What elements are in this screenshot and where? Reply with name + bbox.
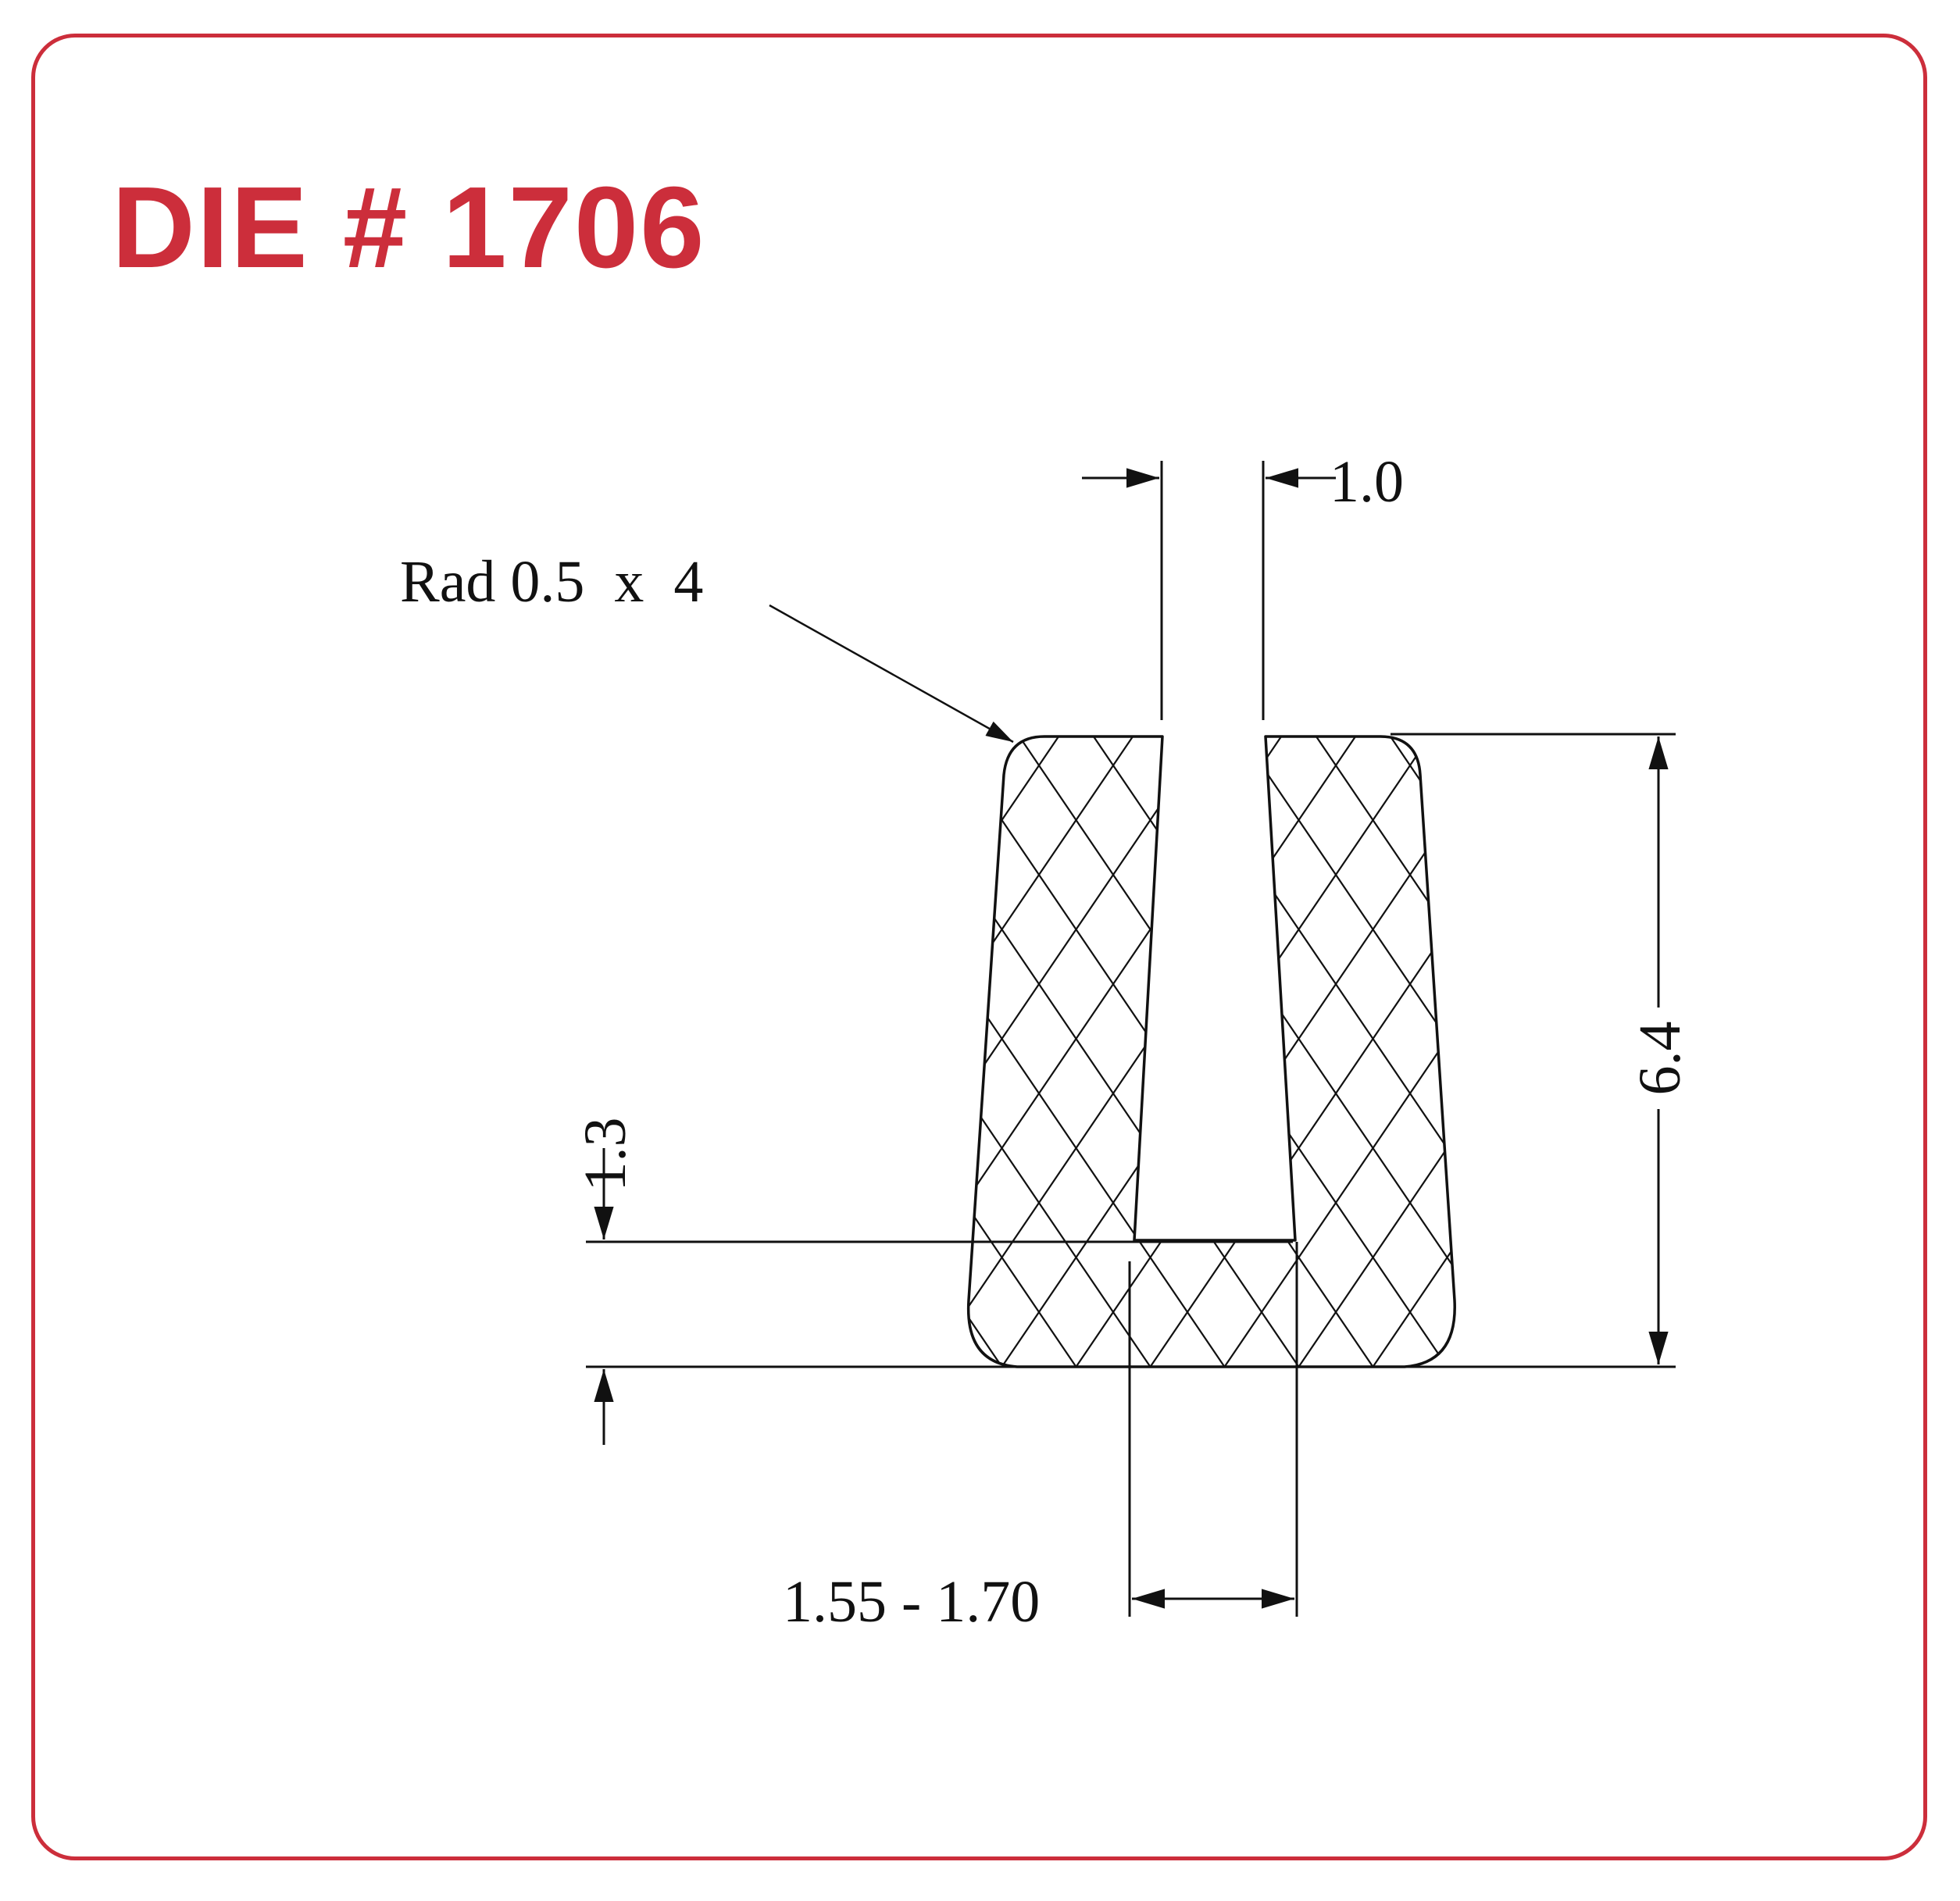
slot-width-label: 1.0 (1330, 449, 1404, 515)
base-thickness-label: 1.3 (573, 1118, 638, 1192)
radius-note: Rad 0.5 x 4 (400, 549, 703, 615)
radius-leader-line (769, 604, 1014, 744)
height-label: 6.4 (1627, 1022, 1693, 1096)
card-frame (31, 34, 1927, 1860)
slot-bottom-width-label: 1.55 - 1.70 (783, 1569, 1040, 1635)
u-channel-profile (966, 735, 1456, 1368)
die-title: DIE # 1706 (112, 163, 706, 292)
